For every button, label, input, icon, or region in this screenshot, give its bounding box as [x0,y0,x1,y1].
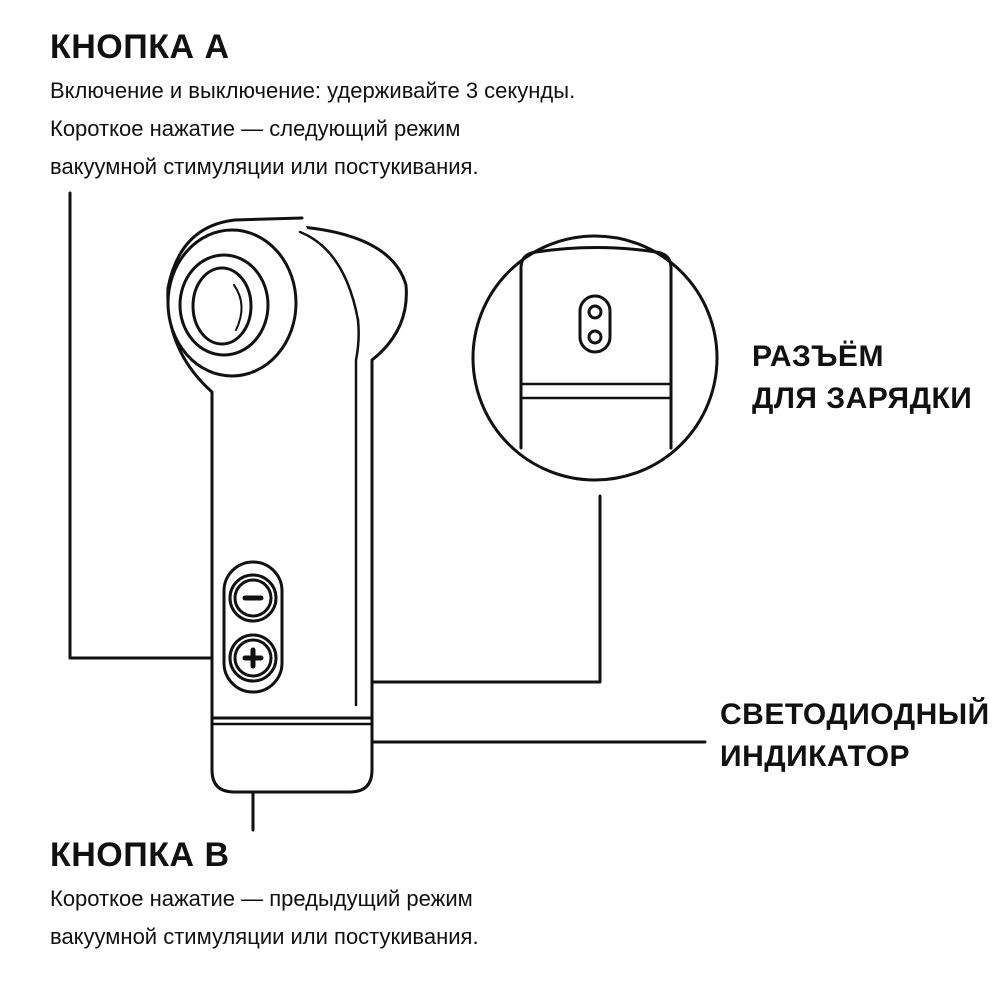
button-b[interactable] [228,633,278,683]
magnifier-circle [471,234,719,482]
button-panel [222,560,284,694]
button-b-line-1: Короткое нажатие — предыдущий режим [50,886,473,911]
button-a-line-1: Включение и выключение: удерживайте 3 се… [50,78,576,103]
charging-port-label: РАЗЪЁМ ДЛЯ ЗАРЯДКИ [752,336,972,420]
charging-port-line-2: ДЛЯ ЗАРЯДКИ [752,382,973,415]
button-b-title: КНОПКА В [50,836,230,874]
button-a[interactable] [228,573,278,623]
suction-head-opening [178,253,270,357]
charging-port-detail [471,234,719,482]
device-body-inner-edge-top [298,230,360,322]
button-a-line-2: Короткое нажатие — следующий режим [50,116,461,141]
led-indicator-line-1: СВЕТОДИОДНЫЙ [720,698,990,731]
led-indicator-line-2: ИНДИКАТОР [720,740,911,773]
button-a-description: Включение и выключение: удерживайте 3 се… [50,72,575,186]
charging-port-icon [578,294,612,354]
button-b-line-2: вакуумной стимуляции или постукивания. [50,924,479,949]
plus-icon [242,647,264,669]
device-base [210,716,374,794]
suction-head [166,228,298,378]
charging-port-leader [368,494,602,684]
led-indicator-label: СВЕТОДИОДНЫЙ ИНДИКАТОР [720,694,990,778]
button-b-description: Короткое нажатие — предыдущий режим ваку… [50,880,479,956]
button-a-line-3: вакуумной стимуляции или постукивания. [50,154,479,179]
device-body-inner-edge [354,318,360,707]
charging-port-line-1: РАЗЪЁМ [752,340,884,373]
button-a-leader [68,191,231,660]
port-housing [519,246,673,450]
button-a-title: КНОПКА А [50,28,230,66]
suction-head-inner-ring [191,266,253,346]
suction-head-rim [166,228,298,378]
device-back-head [300,225,408,362]
